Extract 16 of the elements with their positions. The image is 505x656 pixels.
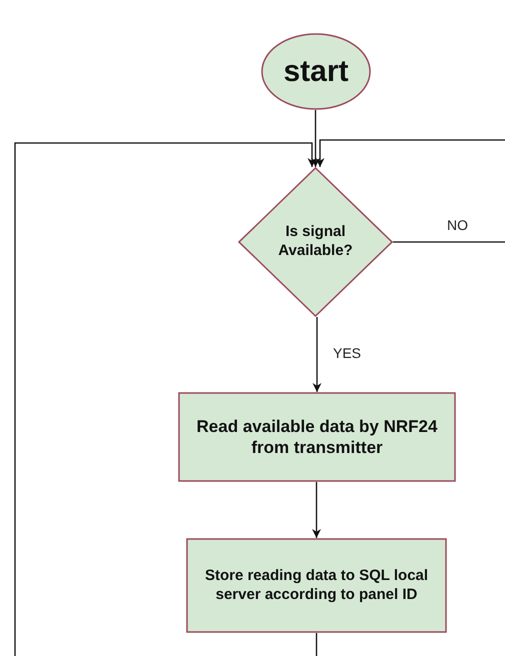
start-ellipse bbox=[261, 33, 371, 110]
connector-line bbox=[316, 633, 318, 656]
process-box bbox=[186, 538, 447, 633]
arrow bbox=[14, 142, 316, 656]
arrow bbox=[312, 482, 321, 538]
connector-line bbox=[393, 241, 505, 243]
decision-diamond bbox=[238, 167, 393, 317]
node-text: Is signal Available? bbox=[277, 223, 354, 261]
arrow bbox=[312, 317, 322, 392]
start-label: start bbox=[283, 54, 349, 90]
node-text: Read available data by NRF24 from transmitter bbox=[196, 416, 438, 458]
edge-label: NO bbox=[445, 217, 470, 233]
arrow bbox=[316, 139, 505, 167]
process-box bbox=[178, 392, 456, 482]
arrow bbox=[311, 110, 320, 167]
node-text: Store reading data to SQL local server according to panel ID bbox=[204, 566, 430, 604]
